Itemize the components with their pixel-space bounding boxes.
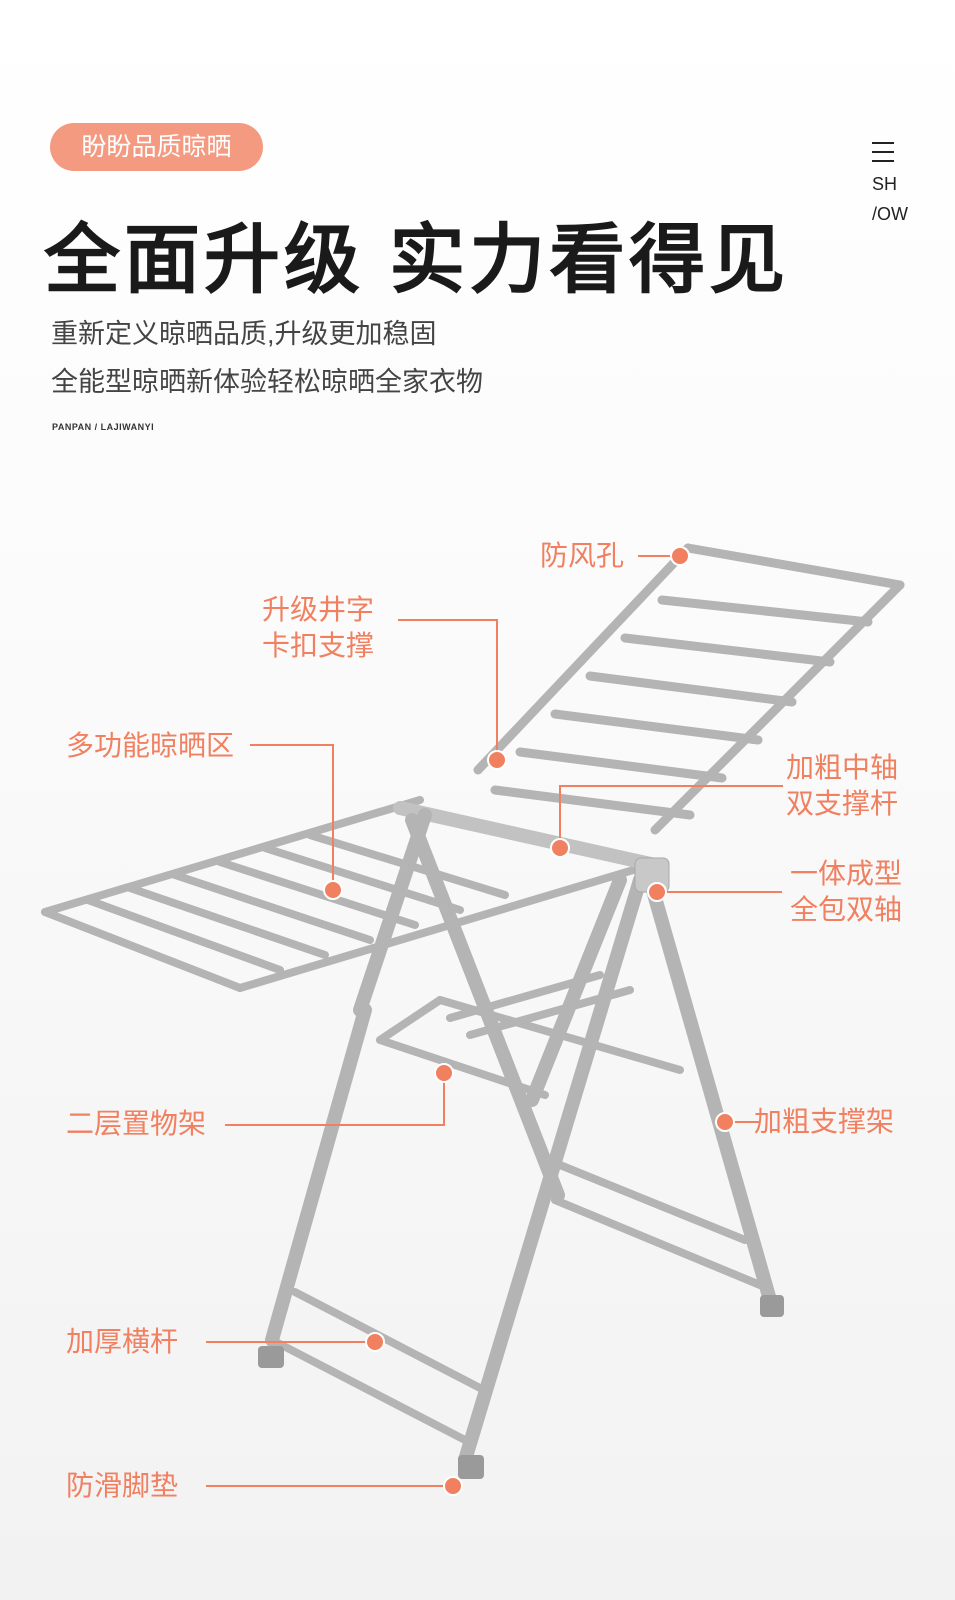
callout-thick-crossbar: 加厚横杆 xyxy=(66,1326,179,1357)
subtitle-line-1: 重新定义晾晒品质,升级更加稳固 xyxy=(51,319,437,349)
show-label-line2: /OW xyxy=(872,204,908,224)
callout-thick-axis-2: 双支撑杆 xyxy=(786,788,899,819)
callout-antislip-pad: 防滑脚垫 xyxy=(66,1470,179,1501)
rack-legs xyxy=(265,808,777,1467)
brand-badge: 盼盼品质晾晒 xyxy=(50,123,263,171)
right-wing xyxy=(473,543,905,835)
callout-multi-zone: 多功能晾晒区 xyxy=(66,730,235,761)
callout-thick-support: 加粗支撑架 xyxy=(754,1106,895,1137)
subtitle-line-2: 全能型晾晒新体验轻松晾晒全家衣物 xyxy=(51,367,483,397)
show-menu[interactable]: SH /OW xyxy=(872,142,908,229)
show-label-line1: SH xyxy=(872,174,898,194)
callout-integrated-1: 一体成型 xyxy=(790,858,903,889)
callout-thick-axis-1: 加粗中轴 xyxy=(786,752,899,783)
callout-upgrade-brace-2: 卡扣支撑 xyxy=(262,630,375,661)
callout-upgrade-brace-1: 升级井字 xyxy=(262,594,375,625)
page-title: 全面升级 实力看得见 xyxy=(44,218,790,303)
left-wing xyxy=(41,796,644,992)
menu-icon xyxy=(872,142,894,162)
brand-caption: PANPAN / LAJIWANYI xyxy=(52,422,155,432)
callout-windproof-hole: 防风孔 xyxy=(540,540,625,571)
callout-integrated-2: 全包双轴 xyxy=(790,894,903,925)
callout-second-shelf: 二层置物架 xyxy=(66,1108,207,1139)
